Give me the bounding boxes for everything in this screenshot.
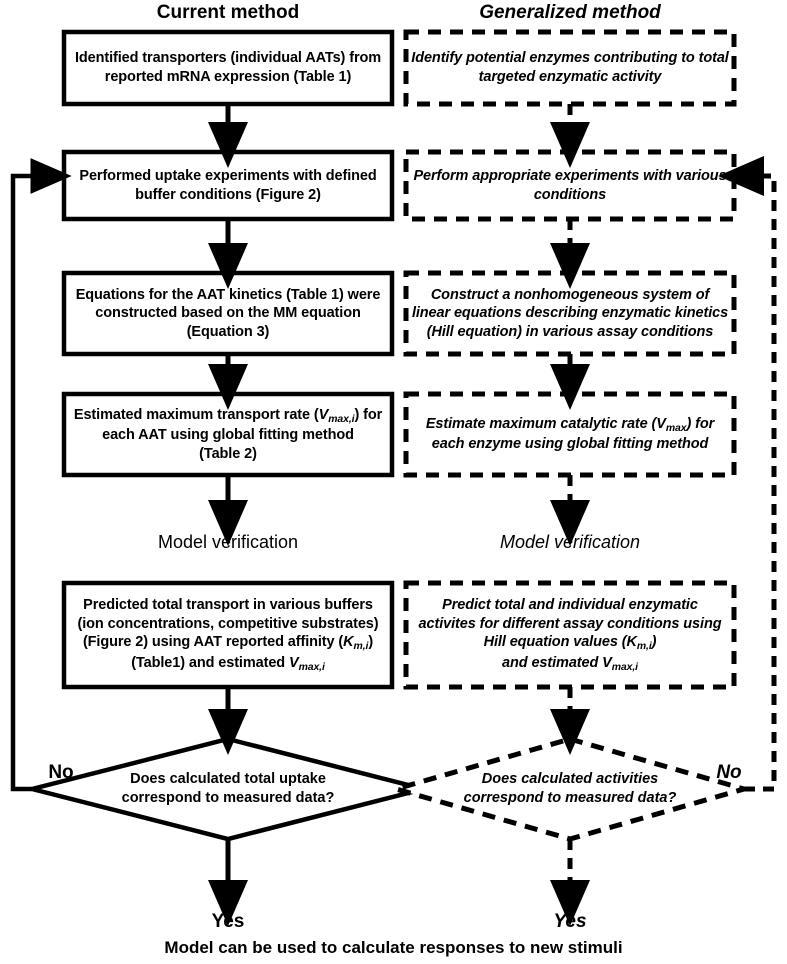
right-box-4-text: Estimate maximum catalytic rate (Vmax) f…: [406, 394, 734, 475]
left-box-4-vmax-subscript: max,i: [328, 413, 355, 425]
right-box-5-km-subscript: m,i: [636, 641, 652, 653]
left-box-5-text: Predicted total transport in various buf…: [64, 583, 392, 687]
left-box-1-text: Identified transporters (individual AATs…: [64, 32, 392, 104]
right-box-1-line2: targeted enzymatic activity: [478, 69, 662, 85]
right-box-5-line2: activites for different assay conditions…: [418, 615, 722, 632]
right-box-1-line1: Identify potential enzymes contributing …: [411, 50, 729, 67]
left-diamond-text: Does calculated total uptake correspond …: [108, 770, 348, 807]
right-box-4-line2: each enzyme using global fitting method: [431, 436, 709, 453]
right-box-5: [403, 580, 737, 690]
left-box-1-line2: reported mRNA expression (Table 1): [104, 69, 352, 85]
right-box-2-text: Perform appropriate experiments with var…: [406, 152, 734, 219]
right-box-5-vmax-subscript: max,i: [611, 661, 638, 673]
left-box-4-line1-prefix: Estimated maximum transport rate (: [73, 406, 319, 423]
left-box-5-vmax-subscript: max,i: [298, 661, 325, 673]
left-box-5-vmax-symbol: V: [289, 654, 299, 671]
left-diamond-line2: correspond to measured data?: [121, 789, 335, 806]
column-heading-right: Generalized method: [479, 2, 661, 23]
left-box-4: [61, 391, 395, 478]
right-box-5-line4-prefix: and estimated: [502, 654, 603, 671]
right-box-3-line1: Construct a nonhomogeneous system of: [430, 286, 710, 303]
right-box-3-text: Construct a nonhomogeneous system of lin…: [406, 273, 734, 354]
left-box-4-line2: each AAT using global fitting method: [102, 427, 354, 444]
left-box-3-text: Equations for the AAT kinetics (Table 1)…: [64, 273, 392, 354]
right-box-1-text: Identify potential enzymes contributing …: [406, 32, 734, 104]
right-box-4-vmax-symbol: V: [656, 416, 666, 433]
left-box-4-text: Estimated maximum transport rate (Vmax,i…: [64, 394, 392, 475]
column-heading-left: Current method: [156, 2, 300, 23]
left-box-5-km-symbol: K: [343, 634, 354, 651]
right-box-5-line3-suffix: ): [651, 634, 657, 651]
left-feedback-loop: [10, 158, 72, 792]
right-box-1: [403, 29, 737, 107]
right-box-3-line2: linear equations describing enzymatic ki…: [411, 305, 729, 322]
right-box-4-line1-prefix: Estimate maximum catalytic rate (: [425, 416, 657, 433]
right-box-2-line1: Perform appropriate experiments with var…: [413, 167, 727, 184]
left-model-verification-label: Model verification: [157, 532, 299, 552]
right-box-5-km-symbol: K: [626, 634, 637, 651]
footer-conclusion: Model can be used to calculate responses…: [164, 938, 623, 957]
left-box-4-line3: (Table 2): [199, 445, 257, 462]
left-box-4-vmax-symbol: V: [318, 406, 329, 423]
left-box-5-line1: Predicted total transport in various buf…: [83, 597, 373, 614]
left-box-3-line2: constructed based on the MM equation: [95, 305, 361, 322]
left-box-1: [61, 29, 395, 107]
right-box-5-vmax-symbol: V: [602, 654, 612, 671]
left-box-2-line2: buffer conditions (Figure 2): [135, 186, 321, 203]
right-feedback-loop: [717, 156, 777, 792]
right-box-4-line1-suffix: ) for: [686, 416, 715, 433]
left-box-4-line1-suffix: ) for: [354, 406, 383, 423]
left-box-2-text: Performed uptake experiments with define…: [64, 152, 392, 219]
left-box-2-line1: Performed uptake experiments with define…: [79, 167, 377, 184]
right-box-5-line3-prefix: Hill equation values (: [483, 634, 627, 651]
right-box-5-line1: Predict total and individual enzymatic: [442, 597, 698, 614]
left-box-5-line3-prefix: (Figure 2) using AAT reported affinity (: [82, 634, 344, 651]
left-box-5-line3-suffix: ): [368, 634, 374, 651]
right-box-3-line3: (Hill equation) in various assay conditi…: [426, 323, 714, 340]
left-box-5-line2: (ion concentrations, competitive substra…: [77, 615, 379, 632]
left-box-5-km-subscript: m,i: [353, 641, 369, 653]
left-yes-label: Yes: [211, 911, 245, 932]
right-diamond-line1: Does calculated activities: [481, 771, 659, 787]
left-box-5-line4-prefix: (Table1) and estimated: [131, 654, 289, 671]
right-model-verification-label: Model verification: [499, 532, 641, 552]
right-diamond-text: Does calculated activities correspond to…: [448, 770, 692, 807]
left-box-3-line3: (Equation 3): [186, 323, 270, 340]
right-yes-label: Yes: [553, 911, 587, 932]
right-no-label: No: [716, 762, 742, 783]
left-box-1-line1: Identified transporters (individual AATs…: [74, 50, 382, 67]
right-diamond-line2: correspond to measured data?: [463, 789, 677, 806]
right-box-2-line2: conditions: [533, 186, 607, 203]
right-box-5-text: Predict total and individual enzymatic a…: [406, 583, 734, 687]
left-diamond-line1: Does calculated total uptake: [130, 771, 326, 787]
right-box-4-vmax-subscript: max: [665, 423, 687, 434]
left-box-3-line1: Equations for the AAT kinetics (Table 1)…: [75, 286, 381, 303]
left-no-label: No: [48, 762, 74, 783]
